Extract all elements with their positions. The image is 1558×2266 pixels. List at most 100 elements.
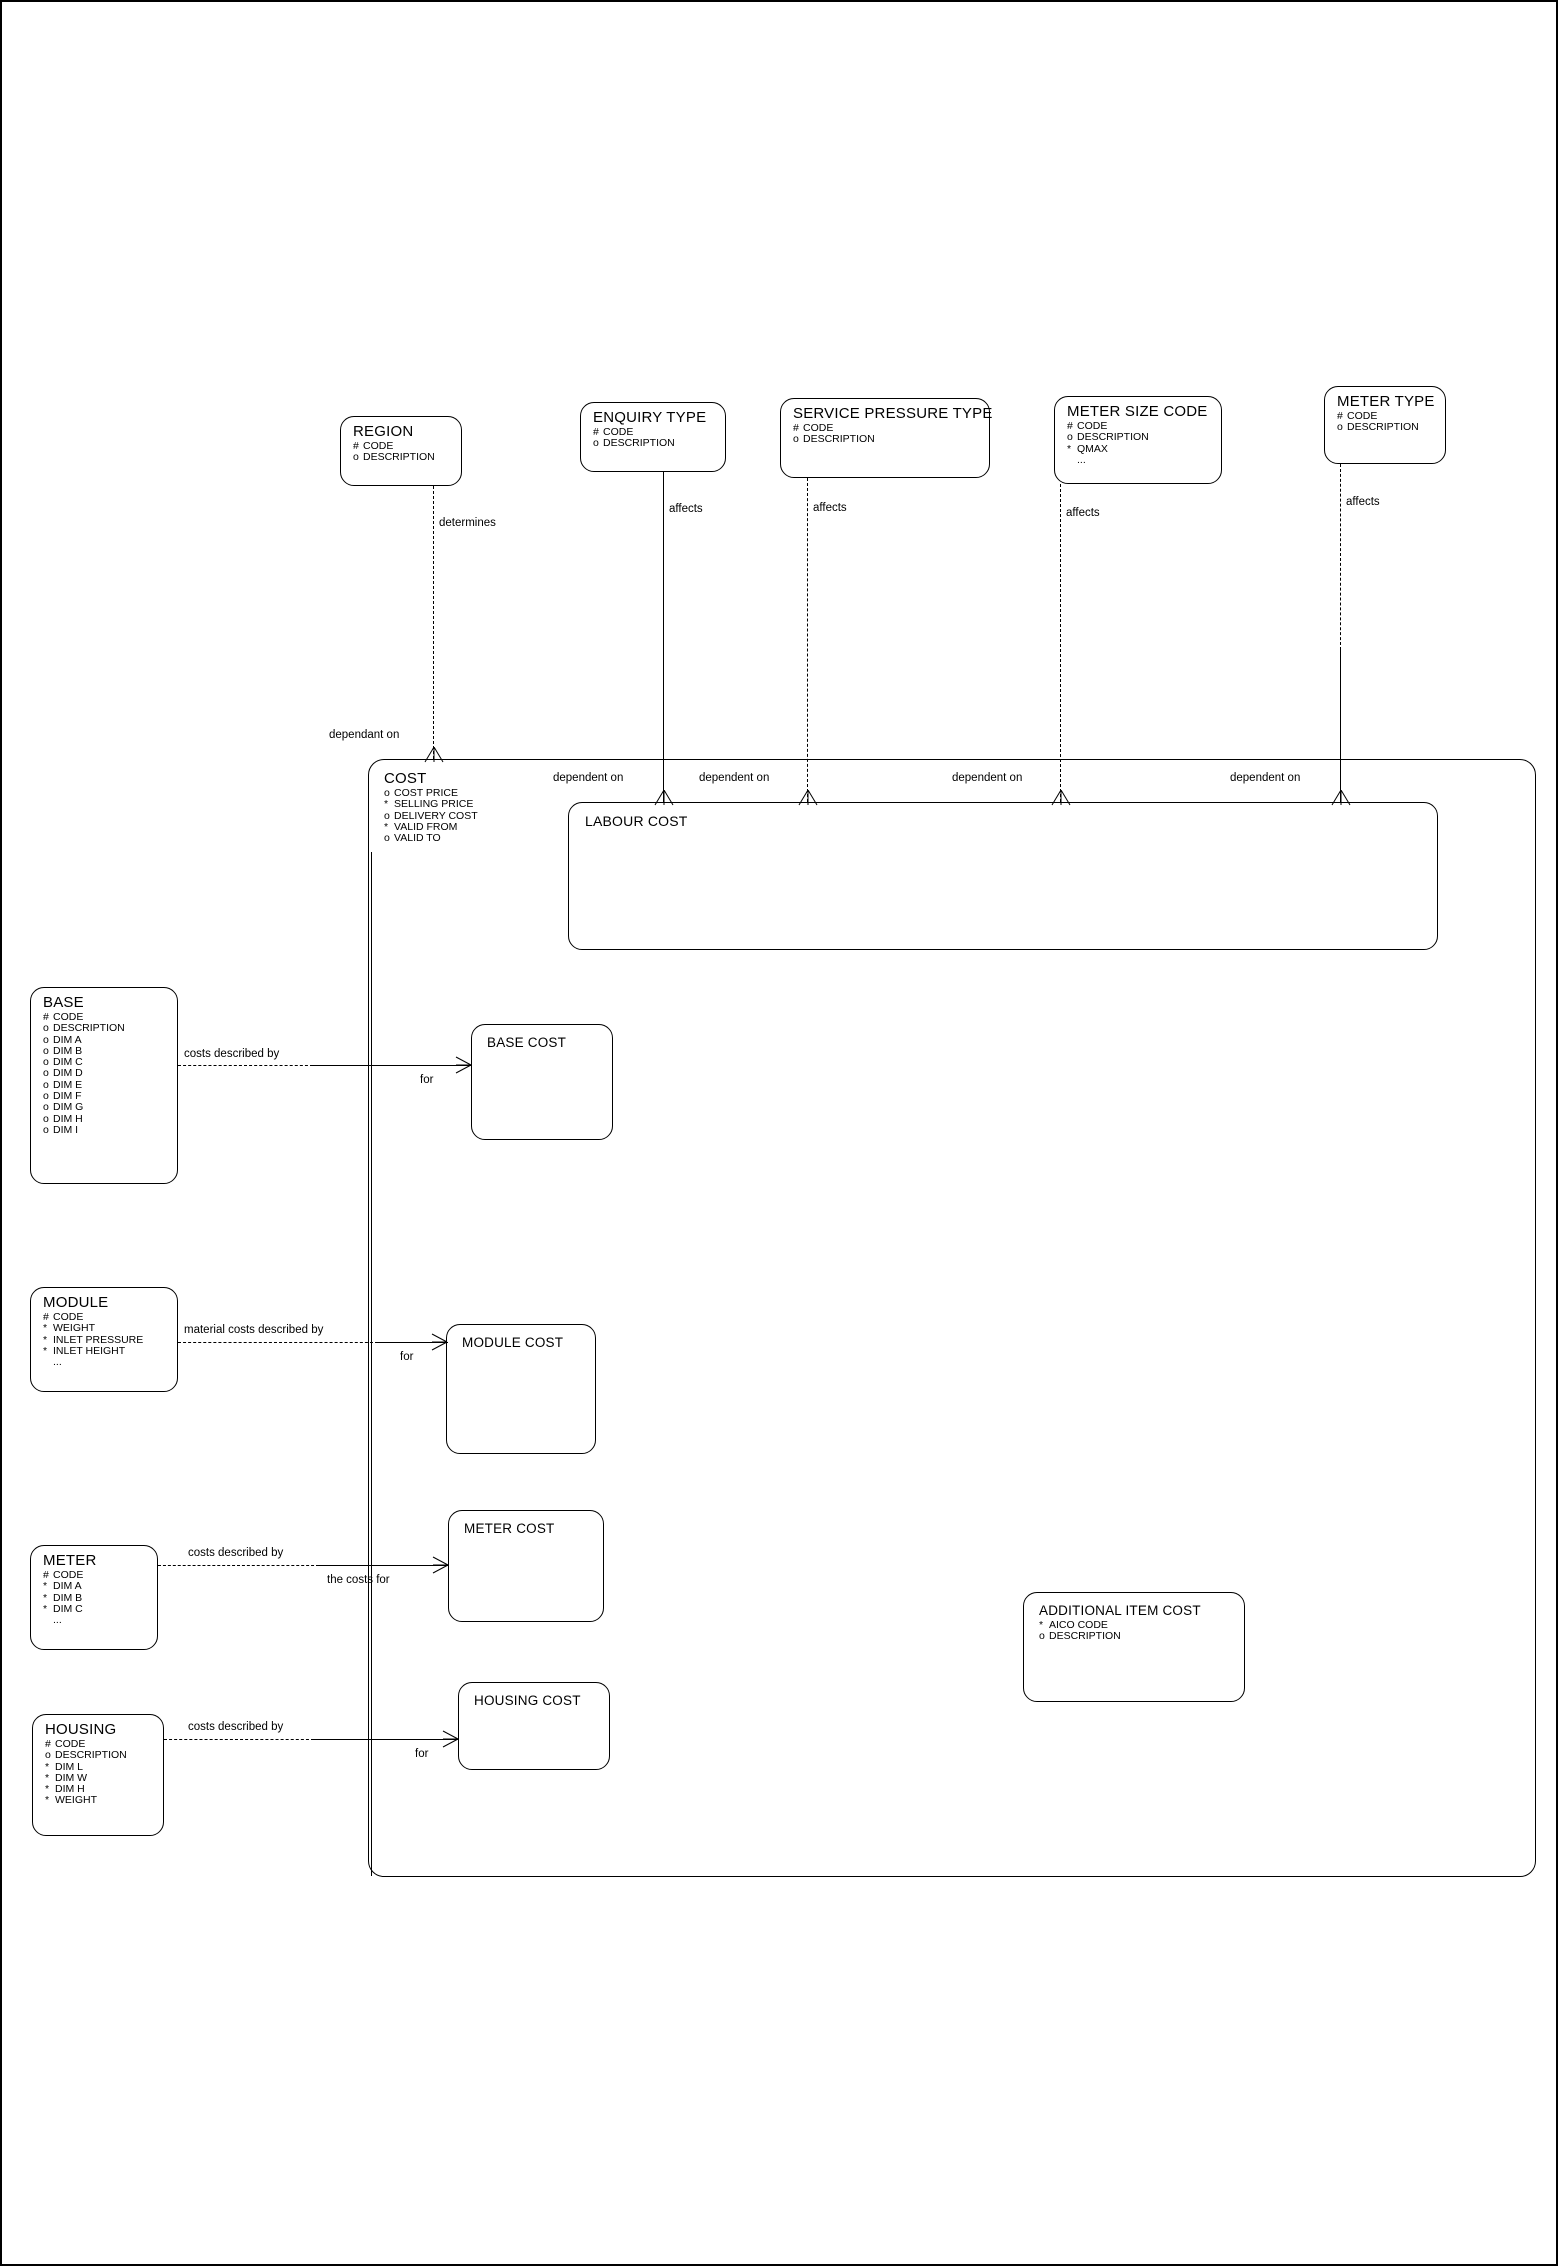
entity-name: HOUSING COST	[474, 1693, 581, 1708]
attr-label: DIM D	[53, 1067, 83, 1080]
attr-label: DIM H	[53, 1112, 83, 1125]
attribute-row: #CODE	[43, 1311, 167, 1323]
attr-label: DIM C	[53, 1602, 83, 1615]
attr-marker: *	[43, 1322, 48, 1335]
attr-label: ...	[53, 1356, 62, 1369]
attr-marker: o	[384, 832, 390, 845]
attr-marker: #	[1067, 420, 1073, 432]
attribute-row: *DIM A	[43, 1580, 147, 1592]
attribute-row: #CODE	[43, 1011, 167, 1023]
attr-label: WEIGHT	[55, 1794, 97, 1807]
crowsfoot-housingcost	[442, 1729, 459, 1750]
relationship-label-dependent-on-pressure: dependent on	[699, 772, 770, 784]
attribute-row: #CODE	[1337, 410, 1435, 422]
attr-marker: *	[384, 798, 389, 811]
attribute-row: *VALID FROM	[384, 821, 542, 833]
attr-label: DESCRIPTION	[1347, 421, 1419, 434]
relationship-label-base-costs-described-by: costs described by	[184, 1048, 280, 1060]
attr-label: DESCRIPTION	[1049, 1630, 1121, 1643]
attr-label: DIM C	[53, 1056, 83, 1069]
attr-label: CODE	[53, 1311, 84, 1323]
attr-marker: *	[43, 1344, 48, 1357]
entity-meter[interactable]: METER #CODE *DIM A *DIM B *DIM C ...	[30, 1545, 158, 1650]
attr-marker: *	[45, 1783, 50, 1796]
entity-labour-cost[interactable]: LABOUR COST	[568, 802, 1438, 950]
attr-marker: o	[43, 1067, 49, 1080]
crowsfoot-modulecost	[431, 1332, 448, 1353]
relationship-label-housing-costs-described-by: costs described by	[188, 1721, 284, 1733]
attr-marker: o	[43, 1101, 49, 1114]
entity-housing-cost[interactable]: HOUSING COST	[458, 1682, 610, 1770]
entity-name: METER TYPE	[1337, 393, 1435, 410]
attribute-row: *AICO CODE	[1039, 1619, 1234, 1631]
attr-marker: o	[43, 1112, 49, 1125]
entity-module[interactable]: MODULE #CODE *WEIGHT *INLET PRESSURE *IN…	[30, 1287, 178, 1392]
relationship-line-meter-metercost-solid	[319, 1565, 448, 1566]
entity-base-cost[interactable]: BASE COST	[471, 1024, 613, 1140]
attr-marker: *	[45, 1794, 50, 1807]
attr-label: DIM W	[55, 1771, 88, 1784]
crowsfoot-basecost	[455, 1055, 472, 1076]
relationship-label-determines: determines	[439, 517, 496, 529]
attr-marker: o	[43, 1078, 49, 1091]
attr-label: DIM B	[53, 1591, 83, 1604]
attr-label: CODE	[363, 440, 394, 452]
attribute-row: ...	[43, 1615, 147, 1626]
attr-marker: #	[1337, 410, 1343, 422]
attribute-row: #CODE	[45, 1738, 153, 1750]
attribute-row: #CODE	[353, 440, 451, 452]
entity-name: COST	[384, 770, 427, 787]
attr-marker: *	[43, 1333, 48, 1346]
attr-marker: #	[43, 1569, 49, 1581]
entity-module-cost[interactable]: MODULE COST	[446, 1324, 596, 1454]
relationship-label-module-material-costs-described-by: material costs described by	[184, 1324, 324, 1336]
attribute-row: *QMAX	[1067, 443, 1211, 455]
relationship-label-meter-costs-described-by: costs described by	[188, 1547, 284, 1559]
entity-cost-container[interactable]	[368, 759, 1536, 1877]
attr-marker: o	[353, 451, 359, 464]
cost-internal-spine	[371, 852, 372, 1876]
attr-marker: *	[1039, 1619, 1044, 1631]
attr-label: VALID TO	[394, 832, 441, 845]
attr-label: CODE	[55, 1738, 86, 1750]
relationship-label-affects-metertype: affects	[1346, 496, 1380, 508]
relationship-line-module-modulecost-solid	[378, 1342, 448, 1343]
attr-label: DIM A	[53, 1033, 82, 1046]
attribute-list: #CODE *WEIGHT *INLET PRESSURE *INLET HEI…	[43, 1311, 167, 1368]
attr-label: DESCRIPTION	[53, 1022, 125, 1035]
relationship-line-metertype-labour-lower	[1340, 650, 1341, 802]
relationship-label-meter-the-costs-for: the costs for	[327, 1574, 390, 1586]
attribute-row: *DIM B	[43, 1591, 147, 1604]
attr-marker: o	[384, 787, 390, 799]
attribute-row: * WEIGHT	[45, 1794, 153, 1807]
attribute-row: ...	[43, 1357, 167, 1368]
attr-label: DESCRIPTION	[1077, 431, 1149, 444]
attr-marker: o	[43, 1022, 49, 1035]
attr-label: CODE	[53, 1569, 84, 1581]
entity-meter-cost[interactable]: METER COST	[448, 1510, 604, 1622]
attr-label: DIM B	[53, 1044, 83, 1057]
entity-name: BASE	[43, 994, 84, 1011]
entity-name: SERVICE PRESSURE TYPE	[793, 405, 993, 422]
attr-label: COST PRICE	[394, 787, 458, 799]
attribute-row: *DIM W	[45, 1771, 153, 1784]
